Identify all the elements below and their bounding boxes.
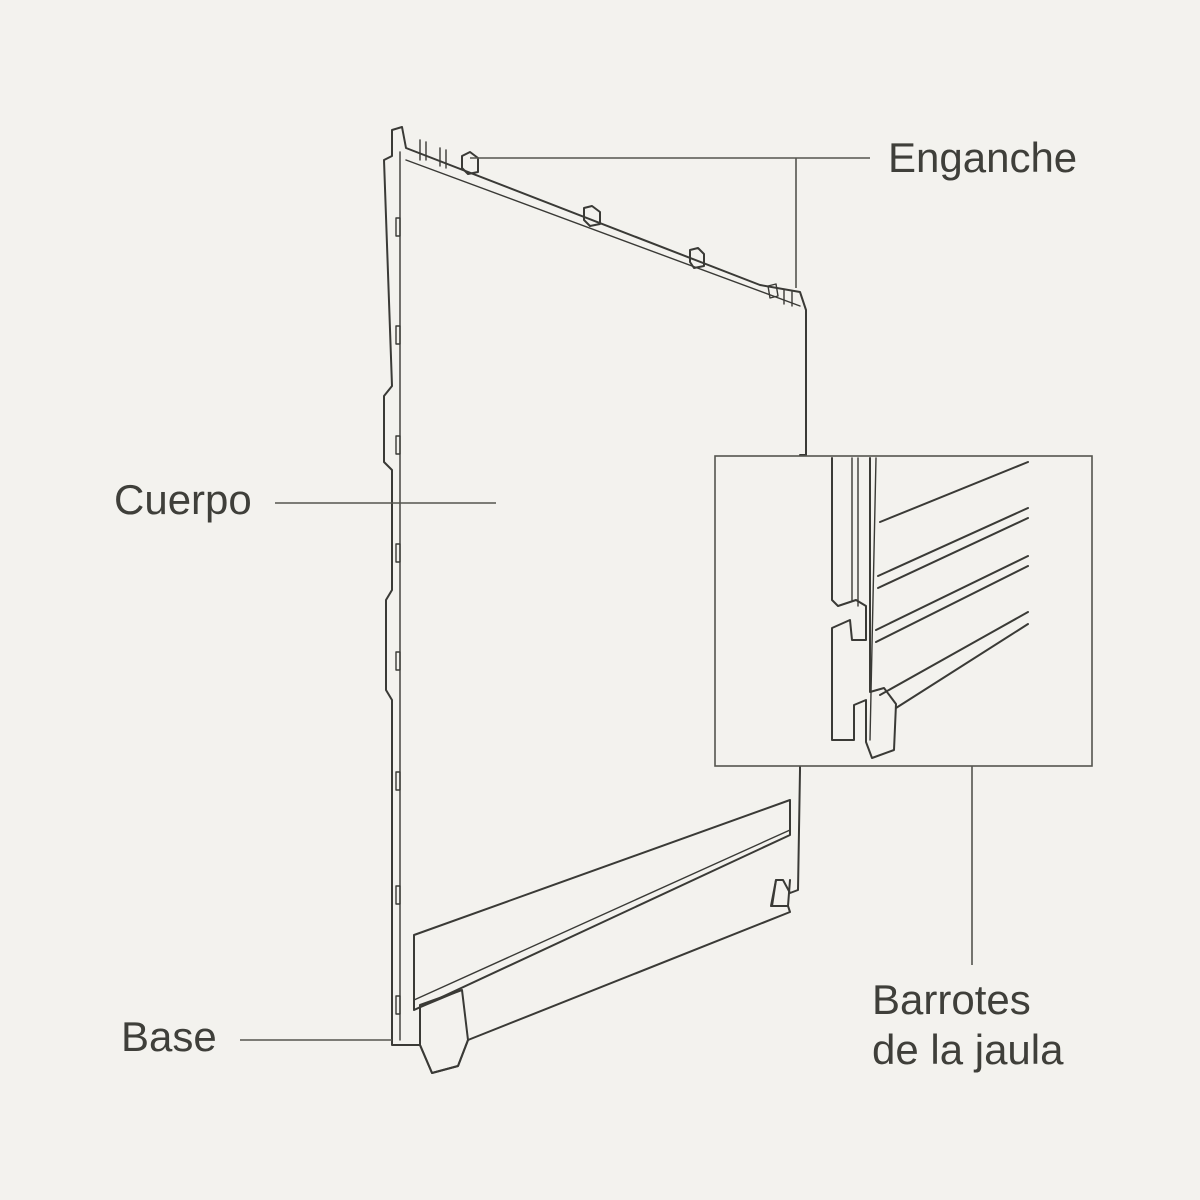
base-rail <box>413 799 791 1011</box>
inset-bar-1 <box>879 461 1029 523</box>
hook-slot-2 <box>439 147 447 169</box>
label-barrotes: Barrotes de la jaula <box>872 975 1063 1075</box>
panel-top-inner <box>405 159 801 307</box>
label-enganche: Enganche <box>888 134 1078 181</box>
hook-slot-5 <box>689 247 705 269</box>
hook-slot-4 <box>583 205 601 227</box>
leader-enganche <box>470 157 870 288</box>
inset-bar-3 <box>875 555 1029 643</box>
inset-frame <box>714 455 1093 767</box>
label-cuerpo: Cuerpo <box>114 476 252 523</box>
inset-bar-4 <box>879 611 1029 709</box>
foot-left <box>419 989 469 1074</box>
foot-left-inner <box>413 989 463 1011</box>
inset-post-inner <box>851 457 877 741</box>
hook-slot-1 <box>419 139 427 161</box>
hook-slot-6 <box>767 283 779 299</box>
base-rail-inner <box>413 829 791 1001</box>
hook-slot-7 <box>783 289 793 307</box>
label-barrotes-line2: de la jaula <box>872 1026 1064 1073</box>
side-slots <box>395 217 401 1015</box>
foot-right <box>771 879 791 907</box>
label-base: Base <box>121 1013 217 1060</box>
label-barrotes-line1: Barrotes <box>872 976 1031 1023</box>
inset-detail <box>714 455 1093 767</box>
inset-bar-2 <box>877 507 1029 589</box>
panel-body <box>383 126 807 1074</box>
hook-slot-3 <box>461 151 479 175</box>
